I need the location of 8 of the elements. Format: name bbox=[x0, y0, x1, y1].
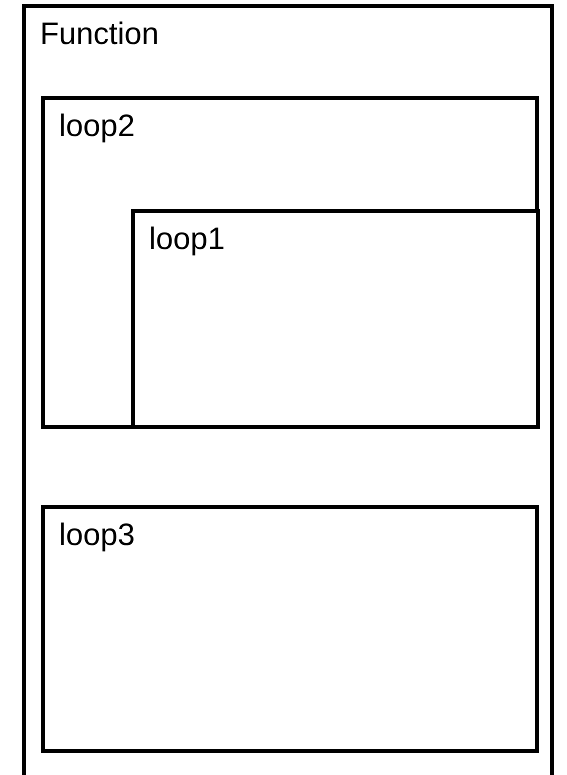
loop-box bbox=[41, 96, 539, 429]
loop-box bbox=[22, 4, 554, 775]
loop-box bbox=[131, 209, 540, 429]
box-title: Function bbox=[40, 16, 159, 52]
loop-box bbox=[41, 505, 539, 753]
box-title: loop2 bbox=[59, 108, 135, 144]
box-title: loop3 bbox=[59, 517, 135, 553]
box-title: loop1 bbox=[149, 221, 225, 257]
